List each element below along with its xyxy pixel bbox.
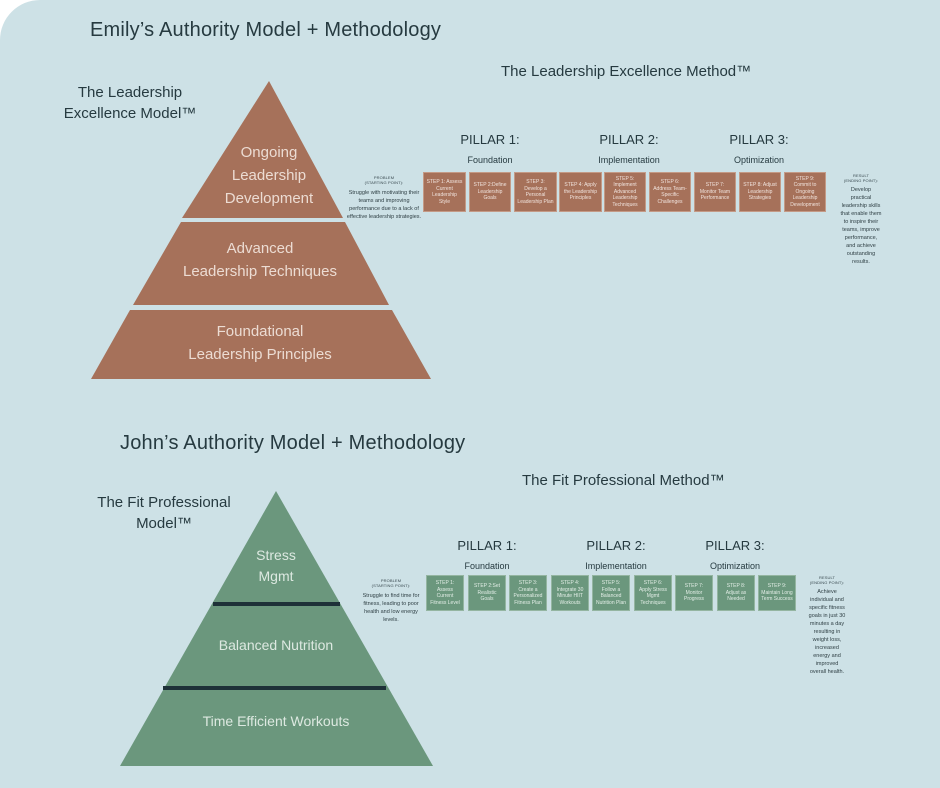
john-layer-top-label: Stress Mgmt <box>256 547 296 584</box>
emily-step-6: STEP 6: Address Team-Specific Challenges <box>649 172 691 212</box>
emily-step-1: STEP 1: Assess Current Leadership Style <box>423 172 466 212</box>
emily-layer-middle-label: Advanced Leadership Techniques <box>182 240 337 280</box>
john-step-4: STEP 4: Integrate 30 Minute HIIT Workout… <box>551 575 589 611</box>
emily-step-2: STEP 2:Define Leadership Goals <box>469 172 511 212</box>
emily-result-block: RESULT (ENDING POINT): Develop practical… <box>840 173 882 265</box>
john-method-title: The Fit Professional Method™ <box>522 472 725 489</box>
emily-model-title-line1: The Leadership <box>77 84 183 101</box>
john-step-2: STEP 2:Set Realistic Goals <box>468 575 506 611</box>
john-step-1: STEP 1: Assess Current Fitness Level <box>426 575 464 611</box>
emily-pyramid-top-layer <box>182 81 343 218</box>
john-model-title-line1: The Fit Professional <box>97 494 231 511</box>
john-pyramid-divider-bottom <box>163 686 386 690</box>
john-pyramid-divider-top <box>213 602 340 606</box>
john-pillar-1: PILLAR 1: Foundation <box>457 538 517 571</box>
emily-model-title: The Leadership Excellence Model™ <box>50 82 210 124</box>
emily-step-3: STEP 3: Develop a Personal Leadership Pl… <box>514 172 557 212</box>
emily-problem-text: Struggle with motivating their teams and… <box>346 190 422 220</box>
john-problem-text: Struggle to find time for fitness, leadi… <box>362 593 420 623</box>
john-result-block: RESULT (ENDING POINT): Achieve individua… <box>808 575 846 675</box>
emily-step-4: STEP 4: Apply the Leadership Principles <box>559 172 602 212</box>
john-layer-middle-label: Balanced Nutrition <box>218 637 334 653</box>
john-layer-bottom-label: Time Efficient Workouts <box>202 713 350 729</box>
john-model-title: The Fit Professional Model™ <box>82 492 246 534</box>
john-step-7: STEP 7: Monitor Progress <box>675 575 713 611</box>
john-problem-block: PROBLEM (STARTING POINT): Struggle to fi… <box>358 578 424 624</box>
emily-method-title: The Leadership Excellence Method™ <box>501 63 752 80</box>
john-result-text: Achieve individual and specific fitness … <box>808 589 846 675</box>
emily-result-text: Develop practical leadership skills that… <box>840 187 882 265</box>
emily-layer-bottom-label: Foundational Leadership Principles <box>188 323 332 363</box>
john-model-title-line2: Model™ <box>136 515 192 532</box>
emily-step-8: STEP 8: Adjust Leadership Strategies <box>739 172 781 212</box>
emily-step-9: STEP 9: Commit to Ongoing Leadership Dev… <box>784 172 826 212</box>
emily-layer-top-label: Ongoing Leadership Development <box>224 144 314 207</box>
emily-pillar-3: PILLAR 3: Optimization <box>729 132 789 165</box>
emily-step-7: STEP 7: Monitor Team Performance <box>694 172 736 212</box>
emily-step-5: STEP 5: Implement Advanced Leadership Te… <box>604 172 646 212</box>
john-section-heading: John’s Authority Model + Methodology <box>120 432 466 454</box>
emily-problem-block: PROBLEM (STARTING POINT): Struggle with … <box>346 175 422 220</box>
emily-section-heading: Emily’s Authority Model + Methodology <box>90 19 442 41</box>
emily-pyramid-bottom-layer <box>91 310 431 379</box>
emily-pyramid-middle-layer <box>133 222 389 305</box>
john-step-3: STEP 3: Create a Personalized Fitness Pl… <box>509 575 547 611</box>
john-step-6: STEP 6: Apply Stress Mgmt Techniques <box>634 575 672 611</box>
john-pillar-3: PILLAR 3: Optimization <box>705 538 765 571</box>
emily-model-title-line2: Excellence Model™ <box>63 105 197 122</box>
emily-pillar-1: PILLAR 1: Foundation <box>460 132 520 165</box>
emily-pillar-2: PILLAR 2: Implementation <box>598 132 660 165</box>
john-step-8: STEP 8: Adjust as Needed <box>717 575 755 611</box>
john-pillar-2: PILLAR 2: Implementation <box>585 538 647 571</box>
john-step-9: STEP 9: Maintain Long Term Success <box>758 575 796 611</box>
john-step-5: STEP 5: Follow a Balanced Nutrition Plan <box>592 575 630 611</box>
john-pyramid <box>120 491 433 766</box>
